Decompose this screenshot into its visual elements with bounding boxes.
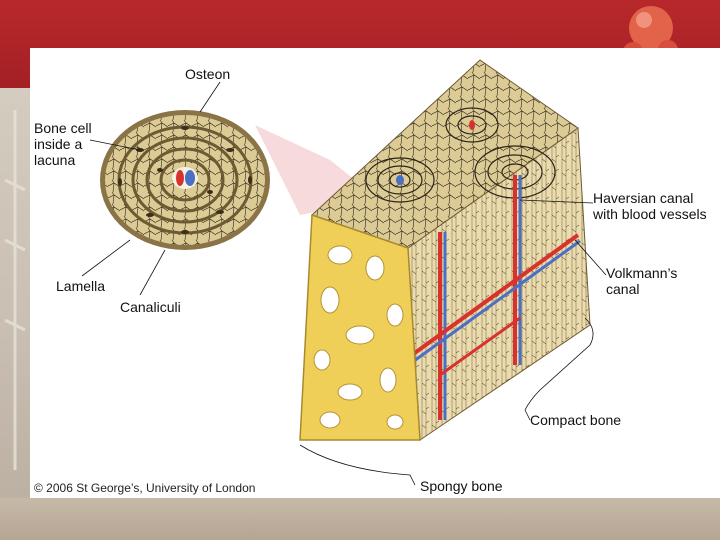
label-spongy-bone: Spongy bone	[420, 478, 503, 494]
top-canal-2	[469, 120, 475, 130]
label-lamella: Lamella	[56, 278, 106, 294]
haversian-vessels	[438, 175, 522, 420]
top-canal-1	[396, 175, 404, 185]
volkmann-vessels	[403, 233, 581, 377]
slide-footer-band	[0, 498, 720, 540]
canal-vein	[185, 170, 195, 186]
copyright-notice: © 2006 St George’s, University of London	[34, 481, 256, 495]
label-bone-cell: Bone cell inside a lacuna	[34, 120, 92, 168]
compact-bone-block	[299, 59, 591, 441]
label-volkmann-canal: Volkmann’s canal	[606, 265, 678, 297]
leader-lines	[81, 81, 607, 486]
skeleton-watermark	[4, 110, 26, 470]
spongy-bone-cavities	[313, 245, 404, 430]
label-canaliculi: Canaliculi	[120, 299, 181, 315]
label-compact-bone: Compact bone	[530, 412, 622, 428]
canal-artery	[176, 170, 184, 186]
lacunae	[118, 126, 252, 234]
label-osteon: Osteon	[185, 66, 231, 82]
decor-sphere-highlight	[636, 12, 652, 28]
label-haversian-canal: Haversian canal with blood vessels	[593, 190, 707, 222]
osteon-cross-section	[100, 110, 270, 250]
